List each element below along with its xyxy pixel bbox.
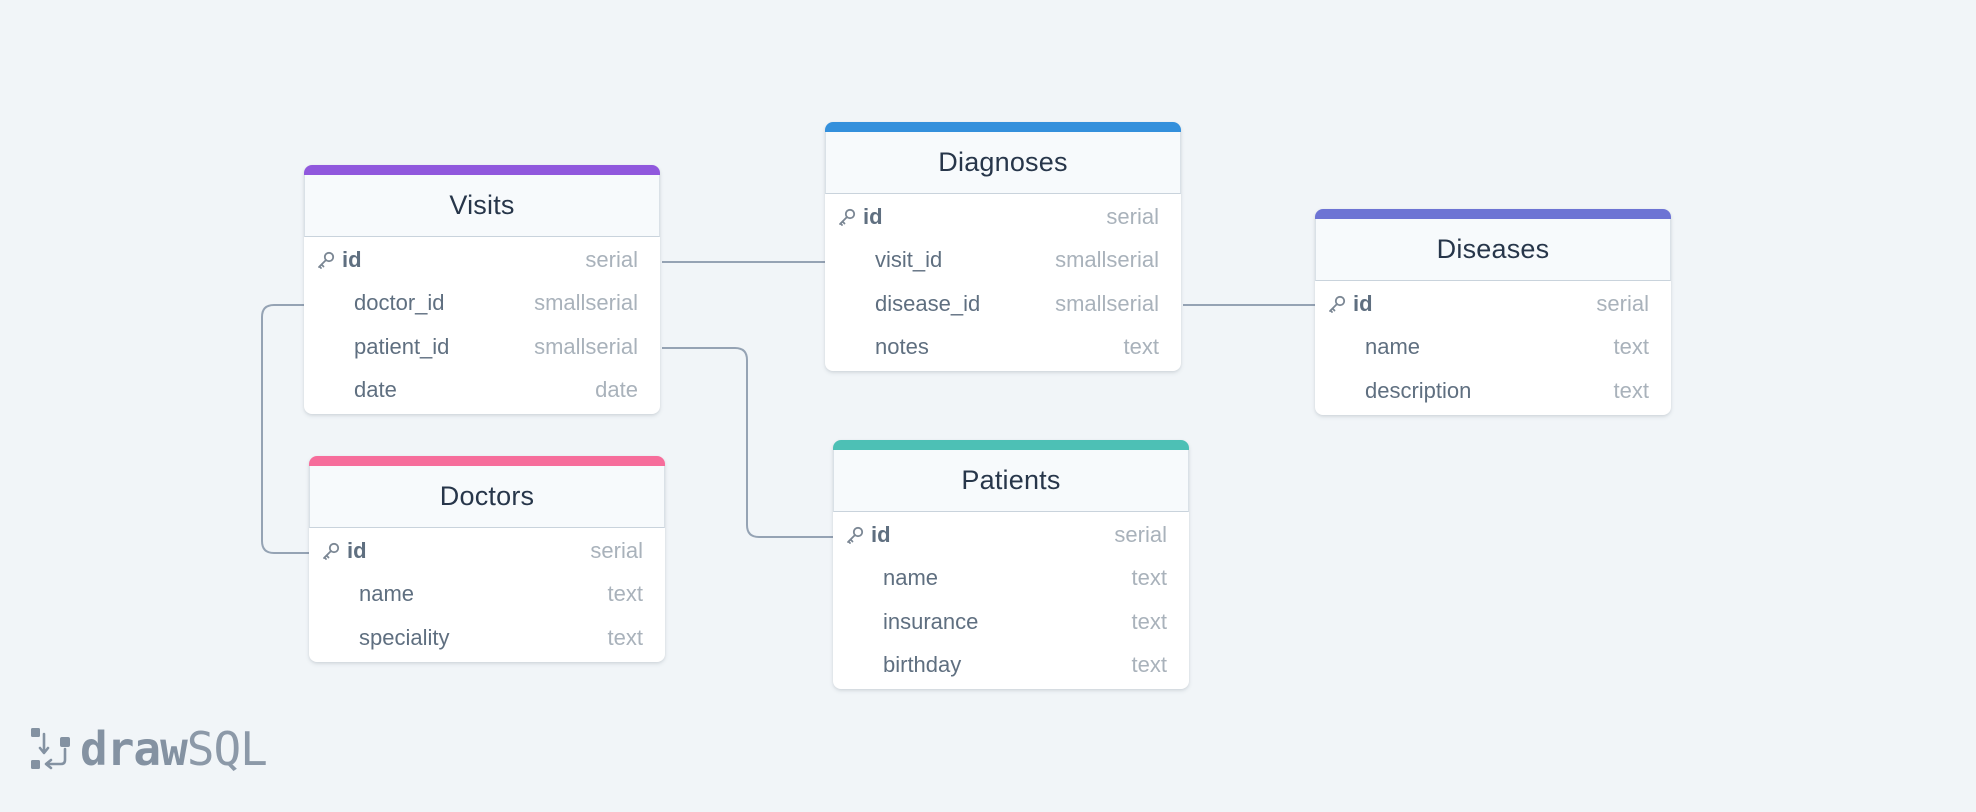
primary-key-icon [1327, 292, 1353, 316]
column-row-patient-id[interactable]: patient_id smallserial [304, 325, 660, 369]
table-accent-bar [833, 440, 1189, 450]
column-name: date [354, 377, 397, 403]
column-name: birthday [883, 652, 962, 678]
key-spacer [321, 582, 347, 606]
column-type: text [1131, 652, 1167, 678]
logo-text-light: SQL [186, 722, 268, 776]
column-name: disease_id [875, 290, 981, 316]
column-row-speciality[interactable]: speciality text [309, 616, 665, 660]
column-type: text [1131, 608, 1167, 634]
logo-text-bold: draw [80, 722, 188, 776]
column-type: serial [1114, 521, 1167, 547]
column-row-id[interactable]: id serial [309, 529, 665, 573]
column-row-id[interactable]: id serial [833, 513, 1189, 557]
column-row-date[interactable]: date date [304, 369, 660, 413]
key-spacer [845, 610, 871, 634]
table-doctors[interactable]: Doctors id serial name text speciality text [309, 456, 665, 662]
key-spacer [1327, 379, 1353, 403]
column-type: text [1613, 377, 1649, 403]
key-spacer [837, 248, 863, 272]
table-title: Diseases [1315, 219, 1671, 281]
column-row-description[interactable]: description text [1315, 369, 1671, 413]
column-name: visit_id [875, 247, 943, 273]
column-row-doctor-id[interactable]: doctor_id smallserial [304, 282, 660, 326]
column-name: id [871, 521, 891, 547]
column-list: id serial name text description text [1315, 281, 1671, 415]
column-list: id serial doctor_id smallserial patient_id sm… [304, 237, 660, 414]
column-name: patient_id [354, 333, 450, 359]
column-row-id[interactable]: id serial [304, 238, 660, 282]
column-row-birthday[interactable]: birthday text [833, 644, 1189, 688]
column-type: text [1123, 334, 1159, 360]
column-name: insurance [883, 608, 979, 634]
key-spacer [1327, 335, 1353, 359]
column-name: description [1365, 377, 1472, 403]
column-name: id [347, 537, 367, 563]
column-type: text [1613, 334, 1649, 360]
column-type: smallserial [534, 333, 638, 359]
column-row-visit-id[interactable]: visit_id smallserial [825, 239, 1181, 283]
column-type: text [607, 624, 643, 650]
table-accent-bar [1315, 209, 1671, 219]
column-type: serial [590, 537, 643, 563]
drawsql-logo: draw SQL [30, 722, 268, 776]
relation-visits-doctors[interactable] [261, 304, 309, 554]
column-row-name[interactable]: name text [833, 557, 1189, 601]
column-list: id serial name text insurance text birthday tex… [833, 512, 1189, 689]
key-spacer [837, 335, 863, 359]
column-type: smallserial [1055, 247, 1159, 273]
column-name: notes [875, 334, 929, 360]
column-type: serial [1106, 203, 1159, 229]
column-row-id[interactable]: id serial [1315, 282, 1671, 326]
table-accent-bar [825, 122, 1181, 132]
relation-visits-patients[interactable] [662, 347, 833, 538]
column-name: id [1353, 290, 1373, 316]
table-accent-bar [304, 165, 660, 175]
column-type: serial [1596, 290, 1649, 316]
key-spacer [837, 292, 863, 316]
key-spacer [316, 378, 342, 402]
primary-key-icon [845, 523, 871, 547]
drawsql-logo-icon [30, 726, 72, 772]
column-row-disease-id[interactable]: disease_id smallserial [825, 282, 1181, 326]
column-list: id serial name text speciality text [309, 528, 665, 662]
column-type: smallserial [534, 290, 638, 316]
key-spacer [321, 626, 347, 650]
key-spacer [845, 653, 871, 677]
column-type: date [595, 377, 638, 403]
primary-key-icon [321, 539, 347, 563]
primary-key-icon [837, 205, 863, 229]
key-spacer [316, 335, 342, 359]
column-name: name [1365, 334, 1421, 360]
key-spacer [316, 291, 342, 315]
column-row-insurance[interactable]: insurance text [833, 600, 1189, 644]
column-row-name[interactable]: name text [309, 573, 665, 617]
column-row-notes[interactable]: notes text [825, 326, 1181, 370]
column-name: id [863, 203, 883, 229]
key-spacer [845, 566, 871, 590]
table-title: Visits [304, 175, 660, 237]
column-name: id [342, 246, 362, 272]
primary-key-icon [316, 248, 342, 272]
table-diseases[interactable]: Diseases id serial name text description text [1315, 209, 1671, 415]
column-type: serial [585, 246, 638, 272]
column-name: speciality [359, 624, 450, 650]
column-list: id serial visit_id smallserial disease_id sma… [825, 194, 1181, 371]
column-row-id[interactable]: id serial [825, 195, 1181, 239]
column-type: text [1131, 565, 1167, 591]
table-title: Patients [833, 450, 1189, 512]
column-name: name [359, 581, 415, 607]
column-row-name[interactable]: name text [1315, 326, 1671, 370]
column-name: name [883, 565, 939, 591]
table-title: Diagnoses [825, 132, 1181, 194]
table-accent-bar [309, 456, 665, 466]
column-type: text [607, 581, 643, 607]
column-name: doctor_id [354, 290, 445, 316]
table-title: Doctors [309, 466, 665, 528]
column-type: smallserial [1055, 290, 1159, 316]
